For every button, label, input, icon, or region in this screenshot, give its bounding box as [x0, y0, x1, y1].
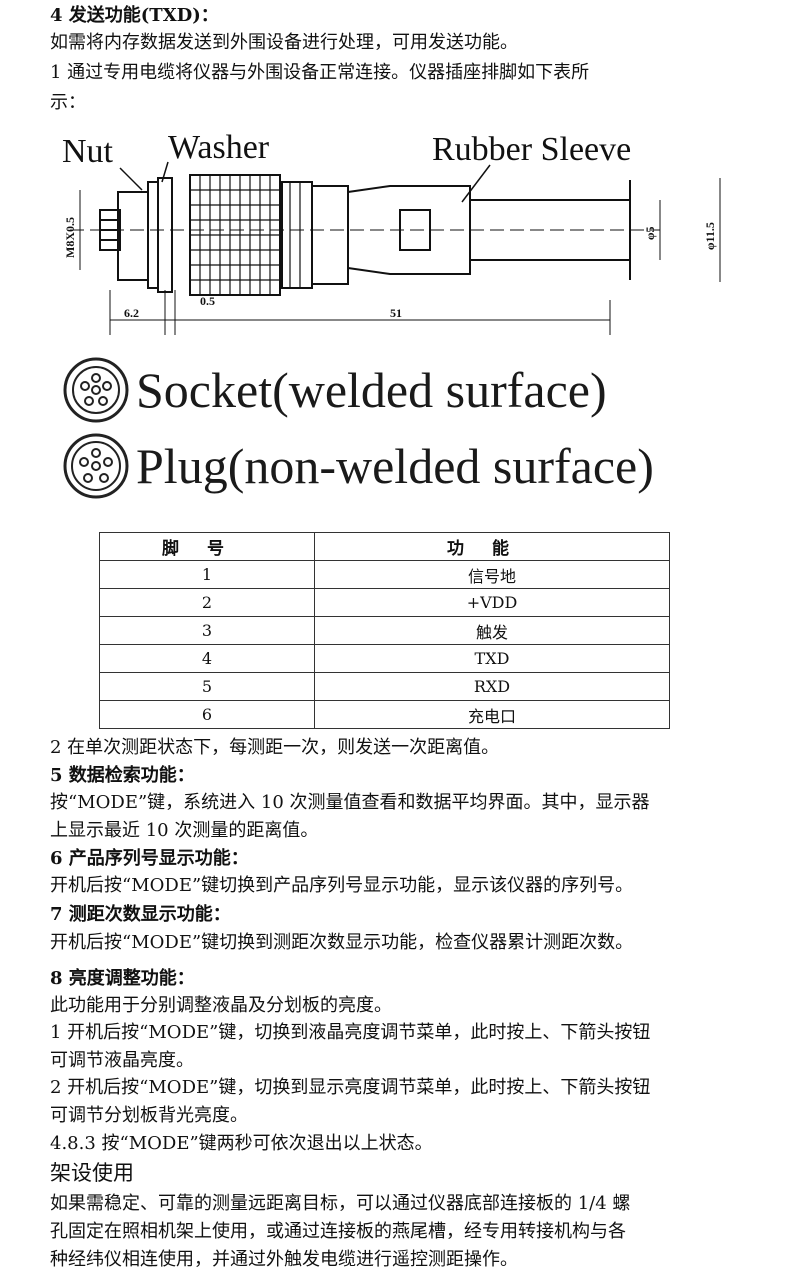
section-5-line2: 上显示最近 10 次测量的距离值。	[50, 820, 319, 841]
socket-row: Socket(welded surface)	[60, 356, 607, 424]
function-cell: 触发	[314, 616, 670, 645]
section-8-line1: 此功能用于分别调整液晶及分划板的亮度。	[50, 995, 392, 1016]
length-6-2-label: 6.2	[124, 306, 139, 320]
function-cell: +VDD	[314, 588, 670, 617]
length-51-label: 51	[390, 306, 402, 320]
plug-face-icon	[63, 433, 129, 499]
section-8-exit-note: 4.8.3 按“MODE”键两秒可依次退出以上状态。	[50, 1133, 433, 1154]
mounting-line3: 种经纬仪相连使用，并通过外触发电缆进行遥控测距操作。	[50, 1249, 518, 1270]
function-cell: TXD	[314, 644, 670, 673]
section-8-step1-line2: 可调节液晶亮度。	[50, 1050, 194, 1071]
section-7-title: 7 测距次数显示功能：	[50, 904, 231, 925]
section-4-paragraph: 如需将内存数据发送到外围设备进行处理，可用发送功能。	[50, 32, 518, 53]
section-5-title: 5 数据检索功能：	[50, 765, 195, 786]
section-8-step2-line1: 2 开机后按“MODE”键，切换到显示亮度调节菜单，此时按上、下箭头按钮	[50, 1077, 651, 1098]
table-row: 2+VDD	[99, 588, 670, 617]
mounting-line2: 孔固定在照相机架上使用，或通过连接板的燕尾槽，经专用转接机构与各	[50, 1221, 626, 1242]
plug-label: Plug(non-welded surface)	[136, 438, 654, 494]
section-8-step2-line2: 可调节分划板背光亮度。	[50, 1105, 248, 1126]
function-cell: 信号地	[314, 560, 670, 589]
pin-cell: 1	[99, 560, 315, 589]
section-6-line1: 开机后按“MODE”键切换到产品序列号显示功能，显示该仪器的序列号。	[50, 875, 634, 896]
section-8-title: 8 亮度调整功能：	[50, 968, 195, 989]
header-pin: 脚号	[99, 532, 315, 561]
section-6-title: 6 产品序列号显示功能：	[50, 848, 249, 869]
washer-label: Washer	[168, 129, 270, 166]
table-header-row: 脚号 功能	[99, 532, 670, 561]
rubber-sleeve-label: Rubber Sleeve	[432, 131, 631, 168]
section-4-step2: 2 在单次测距状态下，每测距一次，则发送一次距离值。	[50, 737, 500, 758]
socket-label: Socket(welded surface)	[136, 362, 607, 418]
section-4-step1-line1: 1 通过专用电缆将仪器与外围设备正常连接。仪器插座排脚如下表所	[50, 62, 590, 83]
plug-row: Plug(non-welded surface)	[60, 432, 654, 500]
diameter-5-label: φ5	[643, 227, 657, 241]
function-cell: RXD	[314, 672, 670, 701]
section-5-line1: 按“MODE”键，系统进入 10 次测量值查看和数据平均界面。其中，显示器	[50, 792, 650, 813]
header-function: 功能	[314, 532, 670, 561]
section-4-step1-line2: 示：	[50, 92, 86, 113]
pin-cell: 3	[99, 616, 315, 645]
pin-cell: 2	[99, 588, 315, 617]
section-8-step1-line1: 1 开机后按“MODE”键，切换到液晶亮度调节菜单，此时按上、下箭头按钮	[50, 1022, 651, 1043]
nut-label: Nut	[62, 133, 114, 170]
mounting-line1: 如果需稳定、可靠的测量远距离目标，可以通过仪器底部连接板的 1/4 螺	[50, 1193, 631, 1214]
socket-face-icon	[63, 357, 129, 423]
section-7-line1: 开机后按“MODE”键切换到测距次数显示功能，检查仪器累计测距次数。	[50, 932, 634, 953]
mounting-title: 架设使用	[50, 1161, 134, 1185]
function-cell: 充电口	[314, 700, 670, 729]
section-4-title: 4 发送功能(TXD)：	[50, 5, 219, 26]
length-0-5-label: 0.5	[200, 294, 215, 308]
pin-cell: 6	[99, 700, 315, 729]
thread-dim-label: M8X0.5	[63, 217, 77, 258]
pin-cell: 4	[99, 644, 315, 673]
connector-drawing: Nut Washer Rubber Sleeve M8X0.5 φ5 φ11.5…	[62, 129, 721, 335]
diameter-11-label: φ11.5	[703, 222, 717, 250]
pin-cell: 5	[99, 672, 315, 701]
